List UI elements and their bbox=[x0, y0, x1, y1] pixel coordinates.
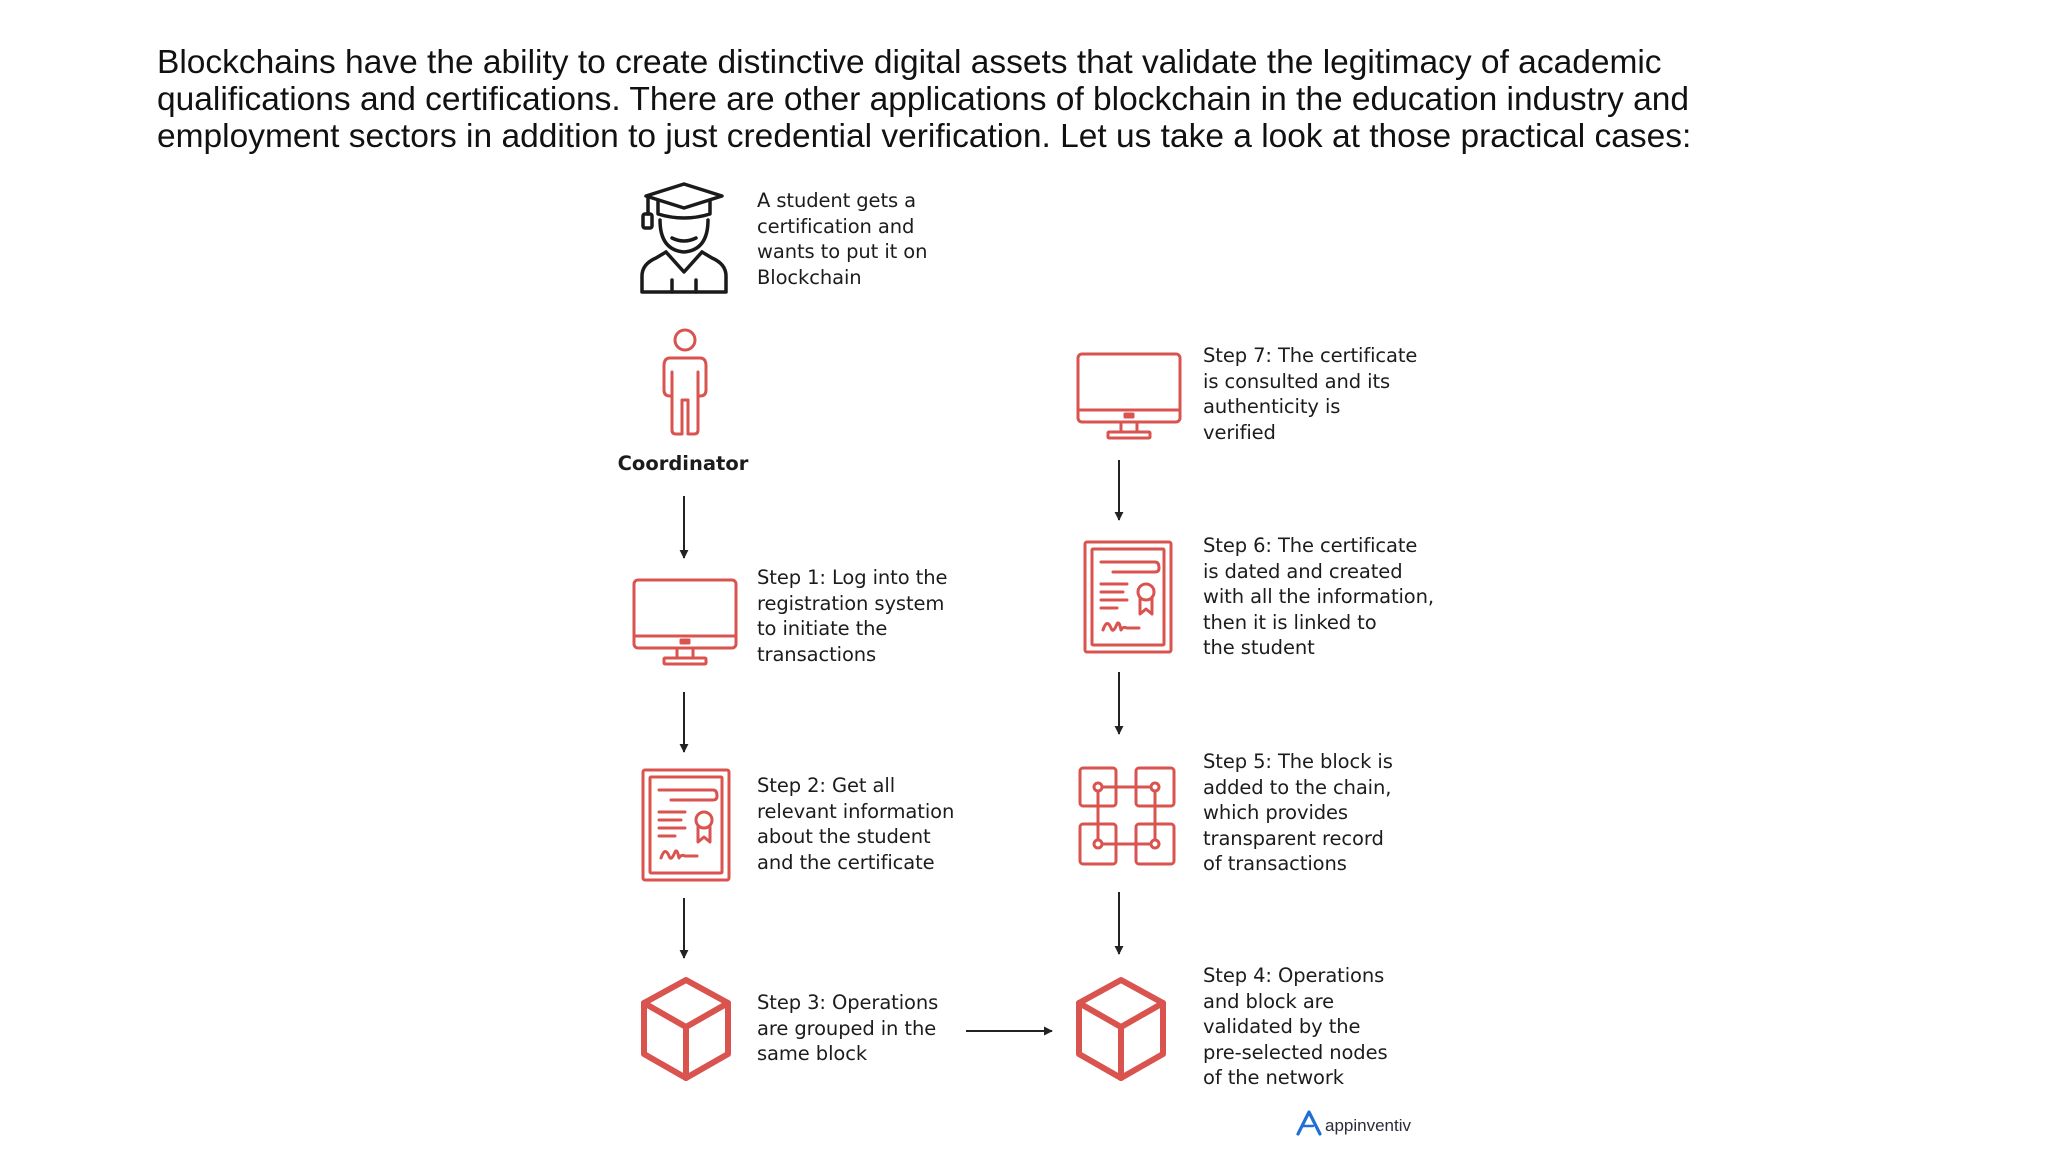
person-icon bbox=[662, 328, 708, 436]
student-description: A student gets a certification and wants… bbox=[757, 189, 928, 289]
step-3-description: Step 3: Operations are grouped in the sa… bbox=[757, 991, 939, 1065]
graduate-icon bbox=[636, 180, 732, 296]
certificate-icon bbox=[641, 768, 731, 882]
coordinator-label: Coordinator bbox=[617, 452, 749, 475]
certificate-icon bbox=[1083, 540, 1173, 654]
intro-line: qualifications and certifications. There… bbox=[157, 81, 1690, 118]
step-4-description: Step 4: Operations and block are validat… bbox=[1203, 964, 1388, 1089]
intro-line: Blockchains have the ability to create d… bbox=[157, 44, 1662, 81]
monitor-icon bbox=[632, 578, 738, 668]
intro-line: employment sectors in addition to just c… bbox=[157, 118, 1692, 155]
step-5-description: Step 5: The block is added to the chain,… bbox=[1203, 750, 1393, 875]
intro-paragraph: Blockchains have the ability to create d… bbox=[157, 44, 1877, 155]
step-7-description: Step 7: The certificate is consulted and… bbox=[1203, 344, 1418, 444]
cube-icon bbox=[1075, 976, 1167, 1082]
brand-name: appinventiv bbox=[1325, 1115, 1412, 1135]
blockchain-icon bbox=[1076, 764, 1178, 868]
appinventiv-logo-icon bbox=[1296, 1110, 1322, 1141]
monitor-icon bbox=[1076, 352, 1182, 442]
cube-icon bbox=[640, 976, 732, 1082]
step-2-description: Step 2: Get all relevant information abo… bbox=[757, 774, 955, 874]
step-6-description: Step 6: The certificate is dated and cre… bbox=[1203, 534, 1434, 659]
brand-logo: appinventiv bbox=[1296, 1110, 1411, 1141]
step-1-description: Step 1: Log into the registration system… bbox=[757, 566, 948, 666]
